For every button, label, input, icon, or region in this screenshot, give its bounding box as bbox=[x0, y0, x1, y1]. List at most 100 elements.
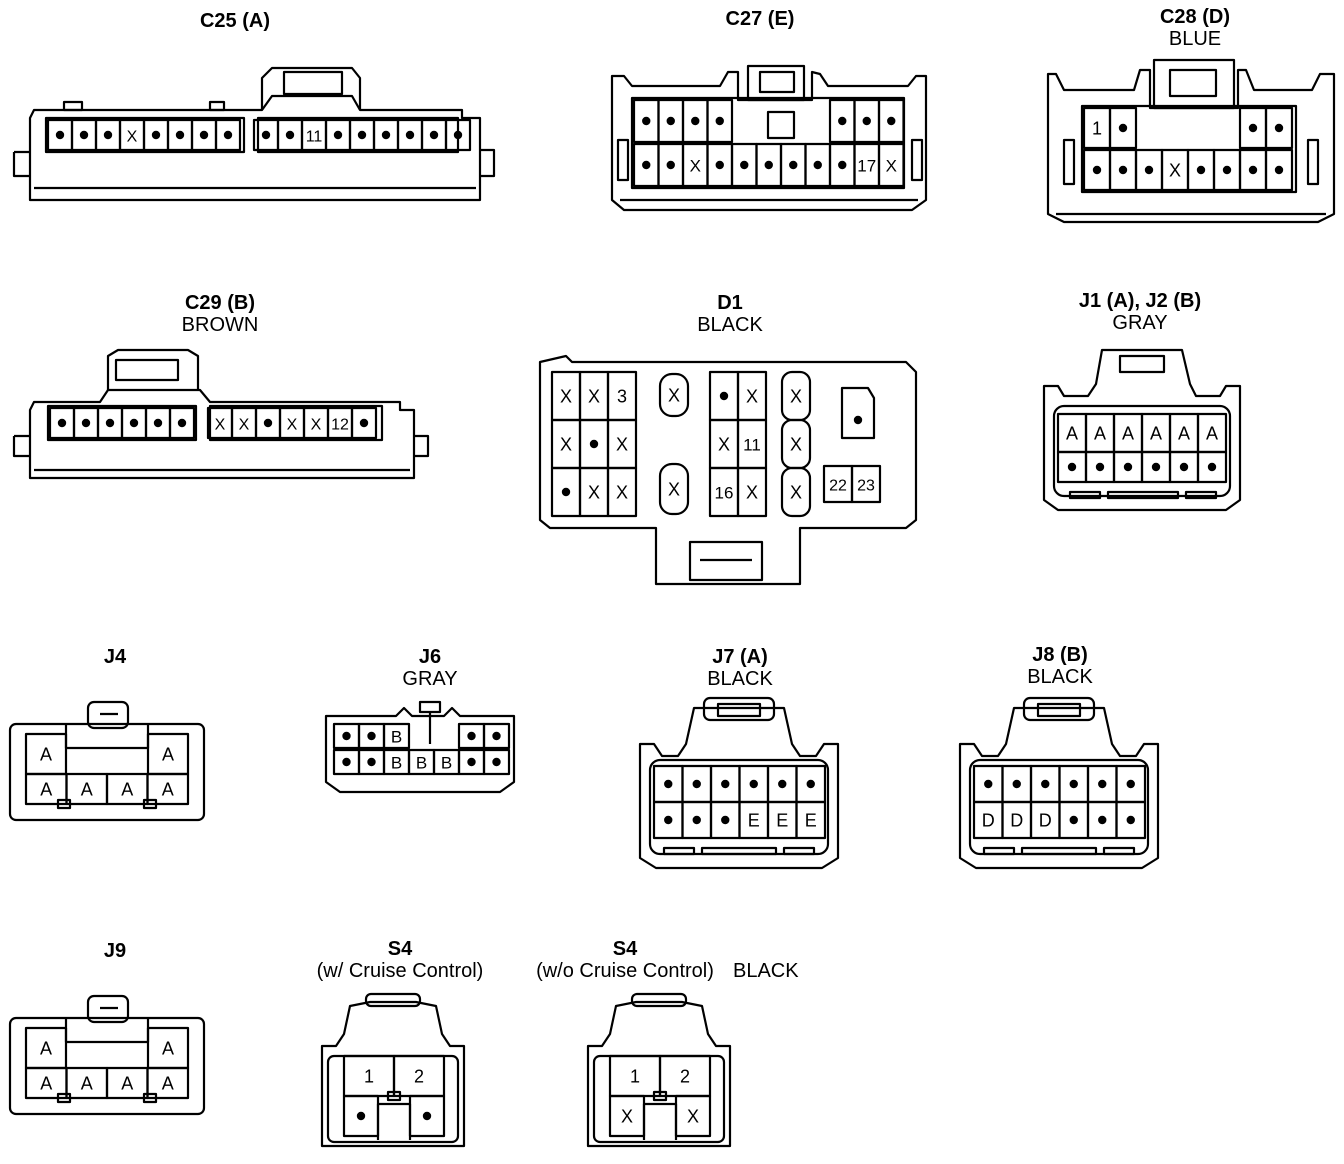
pin-dot bbox=[778, 779, 787, 789]
pin-cell bbox=[1264, 148, 1294, 192]
pin-box bbox=[482, 722, 511, 750]
latch-tab bbox=[1168, 68, 1218, 98]
pin-cell: X bbox=[550, 370, 582, 422]
pin-cell bbox=[738, 764, 770, 804]
pin-cell: A bbox=[65, 772, 109, 806]
key bbox=[376, 1102, 412, 1140]
pin-dot bbox=[561, 487, 571, 497]
side-slot bbox=[910, 138, 924, 182]
inner-frame bbox=[1052, 404, 1232, 498]
pin-dot bbox=[151, 130, 161, 140]
latch-tab bbox=[282, 70, 344, 96]
pin-cell bbox=[652, 764, 684, 804]
pin-cell bbox=[1140, 450, 1172, 484]
pin-cell: 23 bbox=[850, 464, 882, 504]
label-s4a: S4 (w/ Cruise Control) bbox=[300, 938, 500, 982]
pin-dot bbox=[719, 391, 729, 401]
pin-dot bbox=[1041, 779, 1050, 789]
pin-label: A bbox=[1122, 424, 1134, 444]
title-j6: J6 bbox=[418, 646, 442, 668]
pin-box bbox=[482, 748, 511, 776]
pin-dot bbox=[356, 1111, 366, 1121]
pin-cell bbox=[1112, 450, 1144, 484]
pin-cell: B bbox=[382, 722, 411, 750]
pin-label: X bbox=[311, 417, 322, 434]
pin-dot bbox=[1126, 815, 1135, 825]
pin-cell: A bbox=[146, 1066, 190, 1100]
label-s4b: S4 (w/o Cruise Control) BLACK bbox=[520, 938, 799, 982]
pin-dot bbox=[813, 160, 822, 170]
pin-cell bbox=[1115, 764, 1147, 804]
pin-block bbox=[44, 116, 246, 154]
slot bbox=[1020, 846, 1098, 856]
pin-cell: 2 bbox=[658, 1054, 712, 1098]
pin-dot bbox=[862, 116, 871, 126]
pin-dot bbox=[367, 757, 376, 767]
pin-label: X bbox=[127, 129, 138, 146]
pin-cell: 17 bbox=[853, 142, 881, 188]
pin-cell bbox=[1115, 800, 1147, 840]
pin-cell: 22 bbox=[822, 464, 854, 504]
pin-dot bbox=[1098, 815, 1107, 825]
latch bbox=[702, 696, 776, 722]
pin-label: A bbox=[1178, 424, 1190, 444]
slot bbox=[662, 846, 696, 856]
pin-cell: A bbox=[146, 772, 190, 806]
pin-dot bbox=[1126, 779, 1135, 789]
pin-label: X bbox=[718, 435, 730, 455]
pin-label: X bbox=[790, 483, 802, 503]
pin-cell: X bbox=[708, 418, 740, 470]
side-tab bbox=[12, 150, 30, 178]
pin-label: D bbox=[1010, 811, 1023, 831]
pin-cell: 1 bbox=[608, 1054, 662, 1098]
pin-dot bbox=[806, 779, 815, 789]
pin-cell bbox=[804, 142, 832, 188]
pin-dot bbox=[1207, 462, 1217, 472]
pin-label: A bbox=[1094, 424, 1106, 444]
pin-cell bbox=[972, 764, 1004, 804]
pin-label: 1 bbox=[1092, 119, 1102, 139]
pin-cell bbox=[142, 118, 170, 152]
side-slot bbox=[616, 138, 630, 182]
pin-cell bbox=[1108, 148, 1138, 192]
pin-label: X bbox=[886, 157, 897, 176]
pin-dot bbox=[153, 418, 163, 428]
notch bbox=[142, 798, 158, 810]
pin-dot bbox=[381, 130, 391, 140]
pin-label: X bbox=[588, 483, 600, 503]
pin-cell: A bbox=[1056, 412, 1088, 454]
pin-label: A bbox=[40, 745, 52, 765]
side-tab bbox=[414, 434, 430, 458]
pin-cell bbox=[144, 406, 172, 440]
pin-cell bbox=[332, 722, 361, 750]
pin-cell: A bbox=[24, 1026, 68, 1070]
pin-dot bbox=[1248, 165, 1258, 175]
pin-box bbox=[606, 466, 638, 518]
pin-label: A bbox=[40, 780, 52, 800]
latch bbox=[746, 64, 806, 102]
pin-cell: D bbox=[1029, 800, 1061, 840]
pin-dot bbox=[467, 757, 476, 767]
pin-cell bbox=[652, 800, 684, 840]
pin-dot bbox=[1151, 462, 1161, 472]
pin-dot bbox=[263, 418, 273, 428]
title-c28: C28 (D) bbox=[1159, 6, 1230, 28]
pin-cell bbox=[681, 800, 713, 840]
pin-cell bbox=[482, 722, 511, 750]
pin-dot bbox=[359, 418, 369, 428]
pin-dot bbox=[887, 116, 896, 126]
pin-cell bbox=[1001, 764, 1033, 804]
pin-cell bbox=[632, 98, 660, 144]
latch bbox=[688, 540, 764, 582]
pin-cell: A bbox=[105, 772, 149, 806]
pin-cell bbox=[550, 466, 582, 518]
pin-cell bbox=[168, 406, 196, 440]
pin-label: X bbox=[668, 480, 680, 500]
pin-box bbox=[1108, 106, 1138, 150]
pin-cell bbox=[877, 98, 905, 144]
notch bbox=[386, 1090, 402, 1102]
housing bbox=[610, 70, 928, 212]
